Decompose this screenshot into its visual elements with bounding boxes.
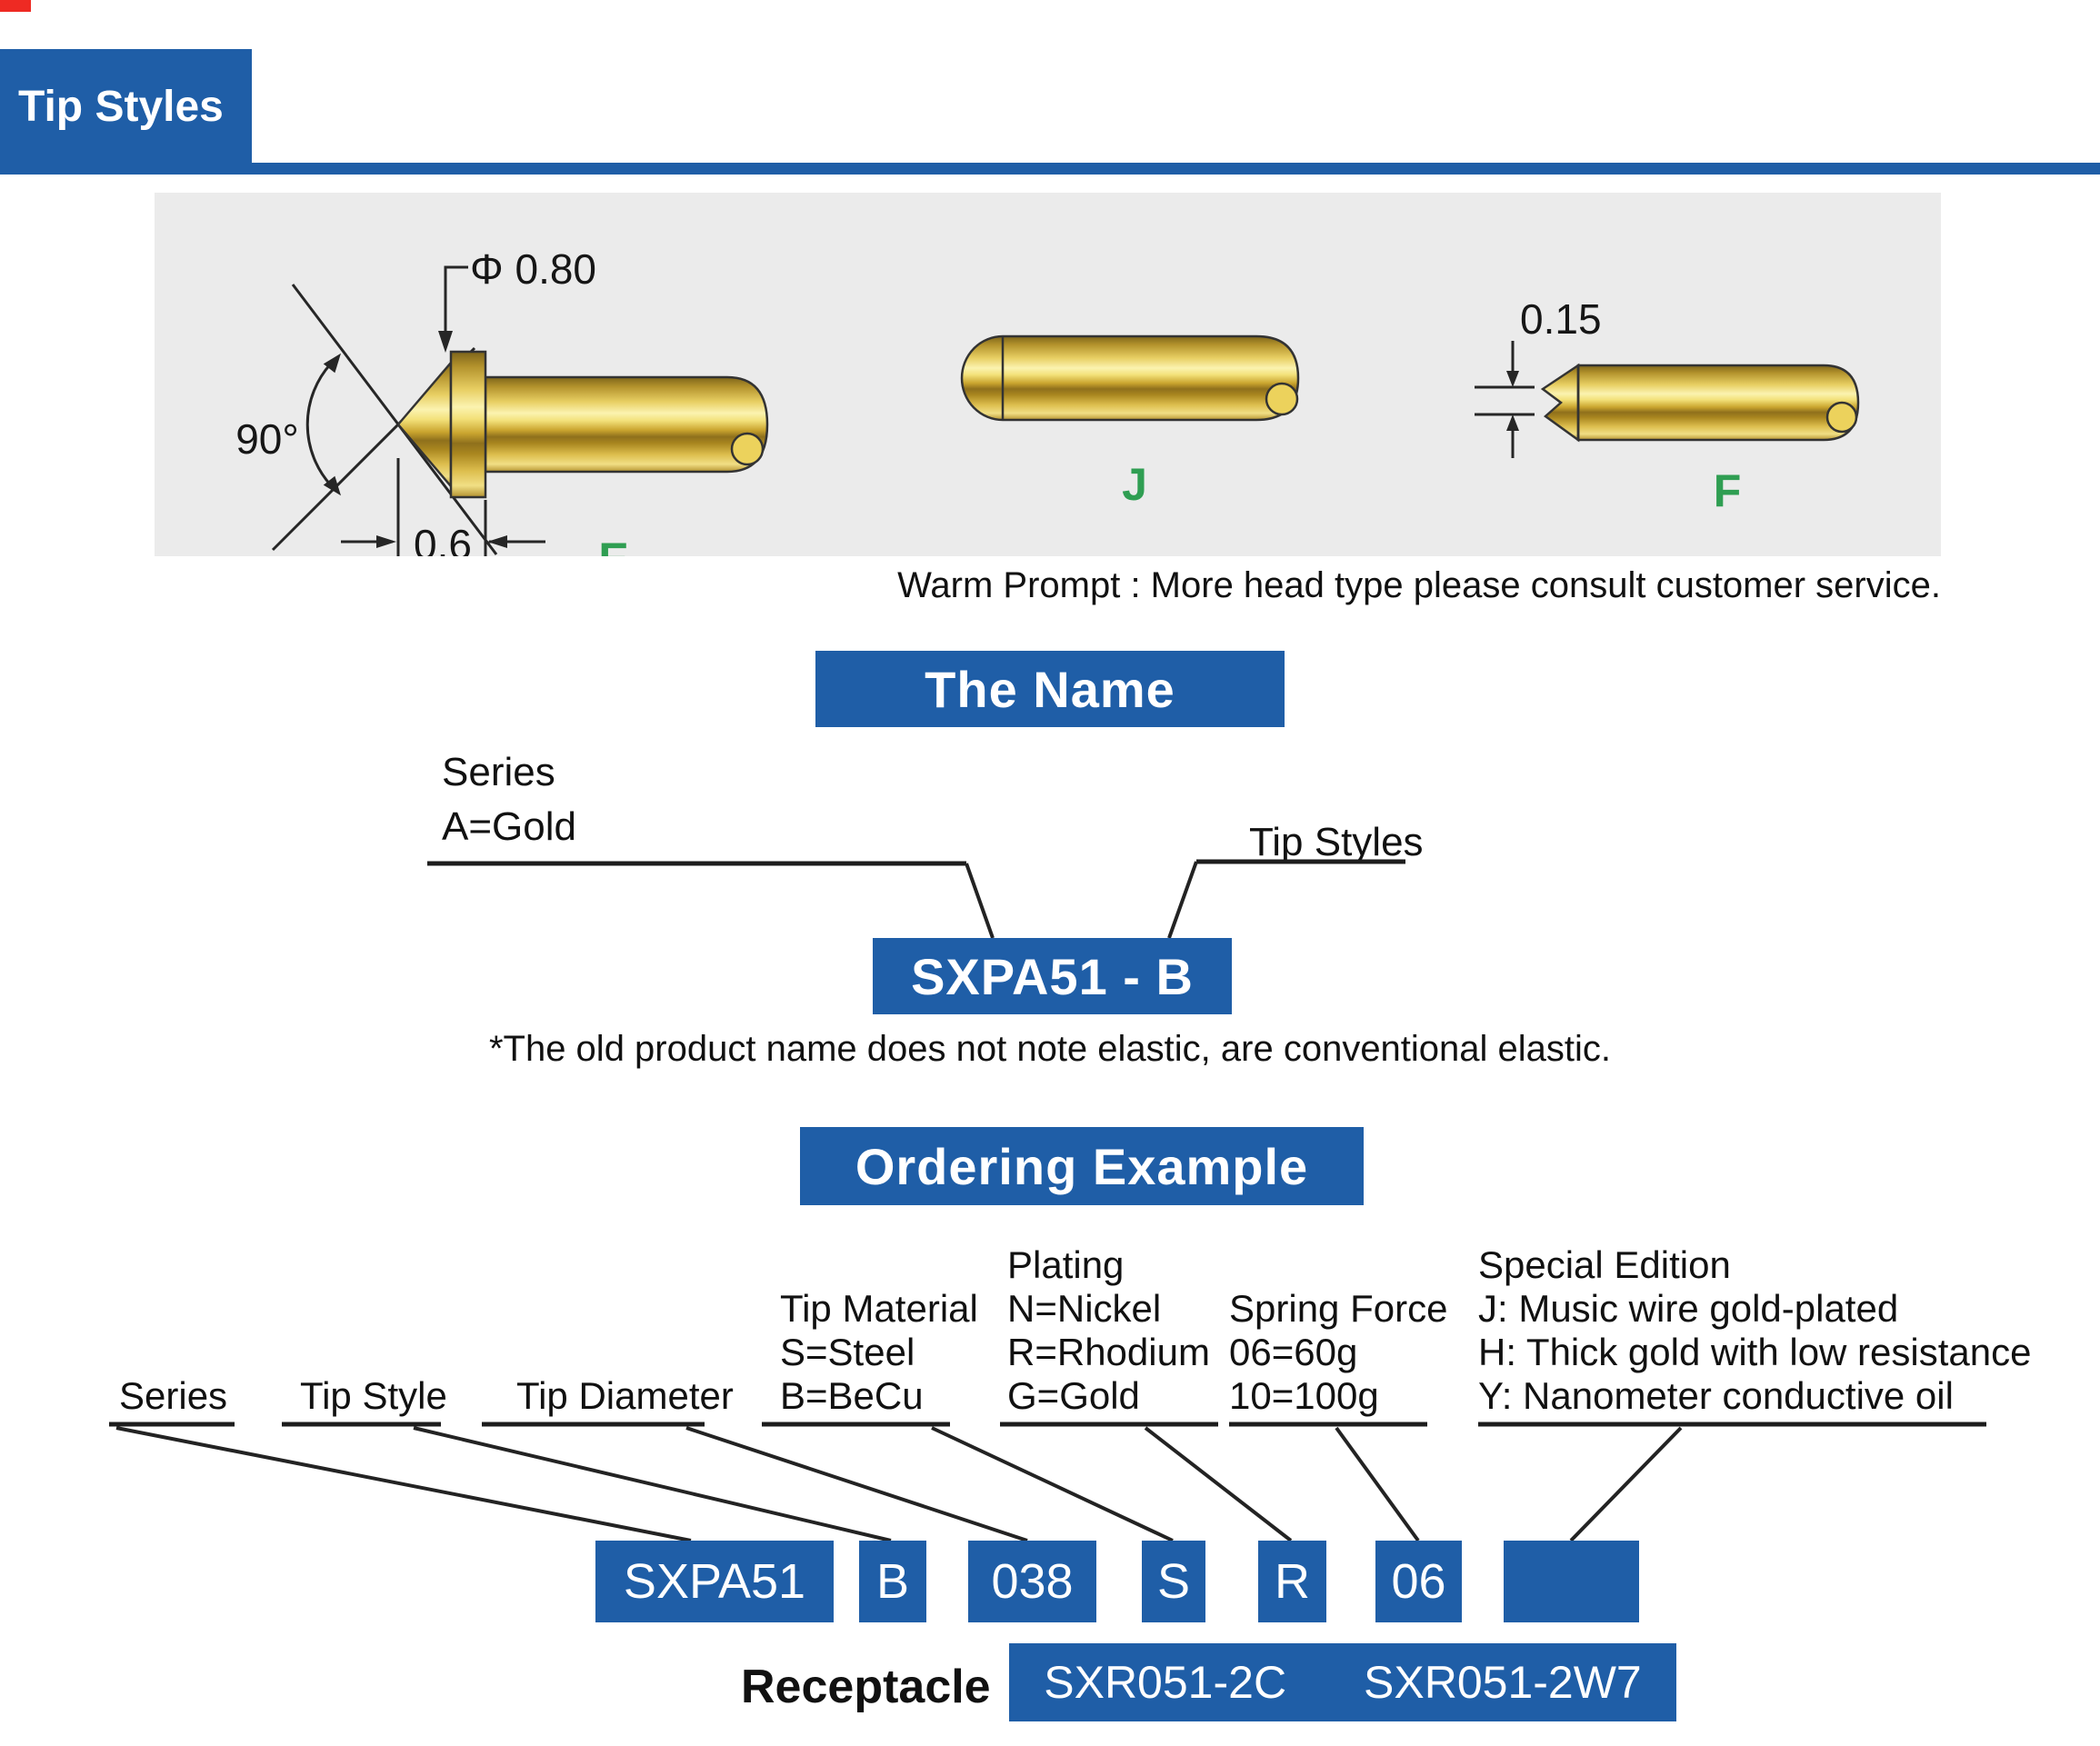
field-tip-diameter-title: Tip Diameter [516, 1374, 734, 1417]
probe-f-label: F [1714, 465, 1742, 516]
series-connector-diagonal [965, 863, 995, 939]
notch-dimension-text: 0.15 [1520, 295, 1602, 343]
code-tip-diameter-text: 038 [991, 1554, 1074, 1609]
name-diagram-connectors [427, 859, 1405, 939]
connector-series [115, 1426, 692, 1542]
receptacle-code-2c: SXR051-2C [1044, 1657, 1287, 1708]
probe-e-flange [449, 350, 487, 499]
field-special-edition-title: Special Edition [1478, 1243, 1731, 1286]
probe-j-label: J [1122, 459, 1147, 510]
dim-arrowhead-left [376, 535, 396, 548]
plating-option-gold: G=Gold [1007, 1374, 1140, 1417]
code-box-tip-material: S [1142, 1541, 1205, 1622]
field-label-tip-material: Tip Material S=Steel B=BeCu [780, 1287, 978, 1418]
diameter-leader-line [444, 265, 468, 336]
field-spring-force-title: Spring Force [1229, 1287, 1448, 1330]
connector-special-edition [1569, 1426, 1683, 1542]
product-code-text: SXPA51 - B [911, 947, 1194, 1005]
probe-f-end-circle [1825, 401, 1858, 434]
code-box-tip-diameter: 038 [968, 1541, 1096, 1622]
connector-spring-force [1335, 1426, 1420, 1542]
angle-line-1 [291, 284, 498, 555]
notch-arrowhead-lower [1506, 414, 1519, 431]
ordering-example-title-text: Ordering Example [855, 1137, 1309, 1195]
probe-j-body [960, 334, 1300, 422]
code-tip-material-text: S [1156, 1554, 1191, 1609]
warm-prompt-text: Warm Prompt : More head type please cons… [897, 565, 1941, 605]
field-label-series: Series [119, 1374, 227, 1418]
section-title-the-name: The Name [815, 651, 1285, 727]
connector-plating [1144, 1426, 1293, 1542]
tip-styles-drawing-panel: 90° Φ 0.80 0.6 E [155, 193, 1941, 584]
code-box-plating: R [1258, 1541, 1326, 1622]
probe-j-end-circle [1265, 382, 1299, 416]
field-label-tip-style: Tip Style [300, 1374, 447, 1418]
probe-e-cone-tip [396, 359, 453, 490]
code-plating-text: R [1275, 1554, 1310, 1609]
angle-dimension-text: 90° [235, 415, 299, 463]
corner-red-mark [0, 0, 31, 12]
the-name-title-text: The Name [925, 660, 1175, 718]
tip-material-option-becu: B=BeCu [780, 1374, 924, 1417]
special-edition-option-h: H: Thick gold with low resistance [1478, 1331, 2032, 1373]
probe-e-drawing: 90° Φ 0.80 0.6 E [235, 245, 769, 584]
probe-f-body [1576, 364, 1860, 442]
page-title-text: Tip Styles [18, 82, 224, 131]
arc-arrowhead-bottom [323, 475, 342, 496]
spring-force-option-60g: 06=60g [1229, 1331, 1358, 1373]
series-label: Series [442, 750, 555, 794]
plating-option-nickel: N=Nickel [1007, 1287, 1162, 1330]
page-title: Tip Styles [0, 49, 252, 164]
series-annotation: Series A=Gold [442, 745, 576, 854]
code-box-tip-style: B [859, 1541, 926, 1622]
probe-e-label: E [598, 534, 628, 556]
probe-drawings: 90° Φ 0.80 0.6 E [235, 245, 1860, 584]
field-label-special-edition: Special Edition J: Music wire gold-plate… [1478, 1243, 2031, 1418]
special-edition-option-j: J: Music wire gold-plated [1478, 1287, 1899, 1330]
field-tip-style-title: Tip Style [300, 1374, 447, 1417]
tip-styles-connector-diagonal [1167, 861, 1198, 939]
receptacle-codes-bar: SXR051-2C SXR051-2W7 [1009, 1643, 1676, 1721]
code-box-special-edition [1504, 1541, 1639, 1622]
notch-arrowhead-upper [1506, 371, 1519, 387]
probe-j-drawing: J [960, 334, 1300, 510]
ordering-diagram-connectors [109, 1422, 1986, 1542]
old-name-note: *The old product name does not note elas… [488, 1029, 1612, 1069]
spring-force-option-100g: 10=100g [1229, 1374, 1379, 1417]
tip-length-dimension-text: 0.6 [414, 521, 472, 556]
field-tip-material-title: Tip Material [780, 1287, 978, 1330]
field-label-spring-force: Spring Force 06=60g 10=100g [1229, 1287, 1447, 1418]
code-spring-force-text: 06 [1391, 1554, 1446, 1609]
dim-arrowhead-right [487, 535, 507, 548]
diameter-dimension-text: Φ 0.80 [470, 245, 596, 293]
field-plating-title: Plating [1007, 1243, 1125, 1286]
probe-e-body [484, 375, 769, 474]
header-divider-rule [0, 163, 2100, 175]
tip-material-option-steel: S=Steel [780, 1331, 915, 1373]
product-code-box: SXPA51 - B [873, 938, 1232, 1014]
plating-option-rhodium: R=Rhodium [1007, 1331, 1210, 1373]
probe-f-drawing: 0.15 F [1475, 295, 1860, 516]
diameter-arrowhead [438, 331, 453, 353]
tip-styles-annotation: Tip Styles [1249, 820, 1424, 864]
special-edition-option-y: Y: Nanometer conductive oil [1478, 1374, 1954, 1417]
series-value: A=Gold [442, 804, 576, 849]
connector-tip-diameter [685, 1426, 1028, 1542]
connector-tip-style [413, 1426, 892, 1542]
receptacle-label: Receptacle [741, 1661, 991, 1713]
receptacle-code-2w7: SXR051-2W7 [1364, 1657, 1642, 1708]
section-title-ordering-example: Ordering Example [800, 1127, 1364, 1205]
probe-f-notched-tip [1540, 363, 1580, 443]
connector-tip-material [931, 1426, 1174, 1542]
field-series-title: Series [119, 1374, 228, 1417]
code-box-spring-force: 06 [1375, 1541, 1462, 1622]
angle-arc [305, 362, 333, 487]
arc-arrowhead-top [323, 353, 342, 374]
code-box-series: SXPA51 [595, 1541, 834, 1622]
field-label-plating: Plating N=Nickel R=Rhodium G=Gold [1007, 1243, 1210, 1418]
probe-e-end-circle [730, 432, 765, 466]
field-label-tip-diameter: Tip Diameter [516, 1374, 734, 1418]
code-series-text: SXPA51 [623, 1554, 806, 1609]
code-tip-style-text: B [875, 1554, 910, 1609]
